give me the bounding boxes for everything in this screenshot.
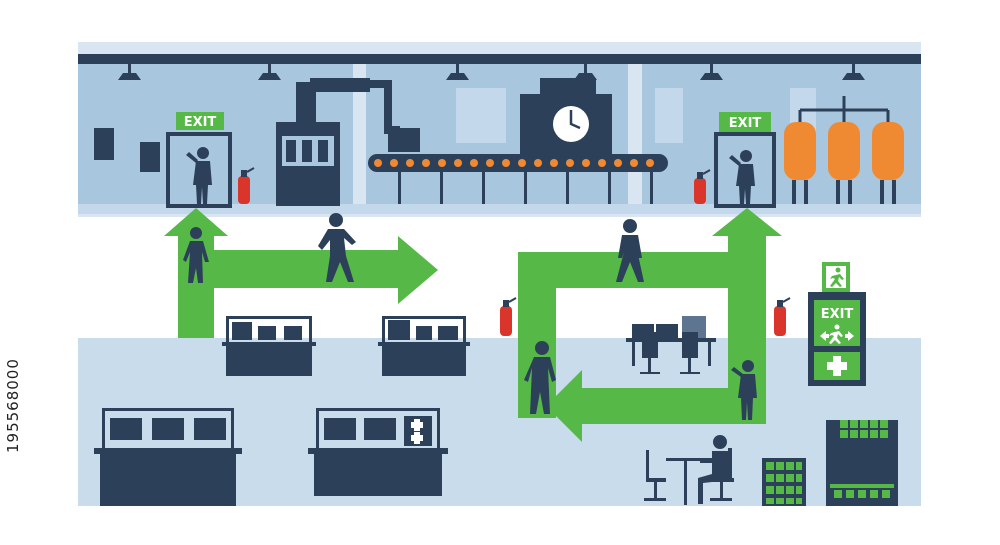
first-aid-cross-icon: [411, 419, 423, 444]
shelving-unit: [826, 420, 898, 506]
wall-panel: [94, 128, 114, 160]
person-icon: [524, 341, 556, 414]
first-aid-cross-icon: [827, 356, 847, 376]
arrow-icon: [518, 208, 782, 442]
fire-extinguisher-icon: [500, 297, 517, 336]
stock-id-label: 195568000: [4, 358, 22, 454]
person-icon: [183, 227, 209, 283]
person-icon: [186, 147, 212, 204]
fire-extinguisher-icon: [774, 297, 791, 336]
person-icon: [731, 360, 757, 420]
control-console-left: [94, 408, 242, 506]
exit-door-left: EXIT: [166, 112, 232, 208]
exit-sign-right: EXIT: [729, 116, 762, 131]
storage-tanks: [784, 96, 904, 204]
running-man-icon: [830, 267, 844, 287]
lab-bench: [378, 316, 470, 376]
emergency-exit-stand: EXIT: [808, 262, 866, 386]
worker-desk: [644, 435, 734, 505]
arrow-icon: [164, 208, 438, 338]
fire-extinguisher-icon: [238, 167, 255, 204]
exit-door-right: EXIT: [714, 112, 776, 208]
industrial-machine-middle: [388, 78, 612, 154]
conveyor-rollers: [374, 159, 654, 167]
lab-bench: [222, 316, 316, 376]
conveyor-belt: [368, 154, 668, 204]
office-desk: [626, 316, 716, 374]
person-icon: [318, 213, 356, 282]
wall-panel: [140, 142, 160, 172]
control-console-middle: [308, 408, 448, 496]
exit-sign-left: EXIT: [184, 115, 217, 130]
person-icon: [729, 150, 755, 204]
fire-extinguisher-icon: [694, 169, 711, 204]
upper-floor: EXIT: [78, 42, 921, 217]
person-icon: [616, 219, 644, 282]
running-man-icon: [820, 324, 854, 344]
crates: [762, 458, 806, 506]
industrial-machine-left: [276, 78, 370, 206]
exit-sign-stand: EXIT: [821, 307, 854, 322]
